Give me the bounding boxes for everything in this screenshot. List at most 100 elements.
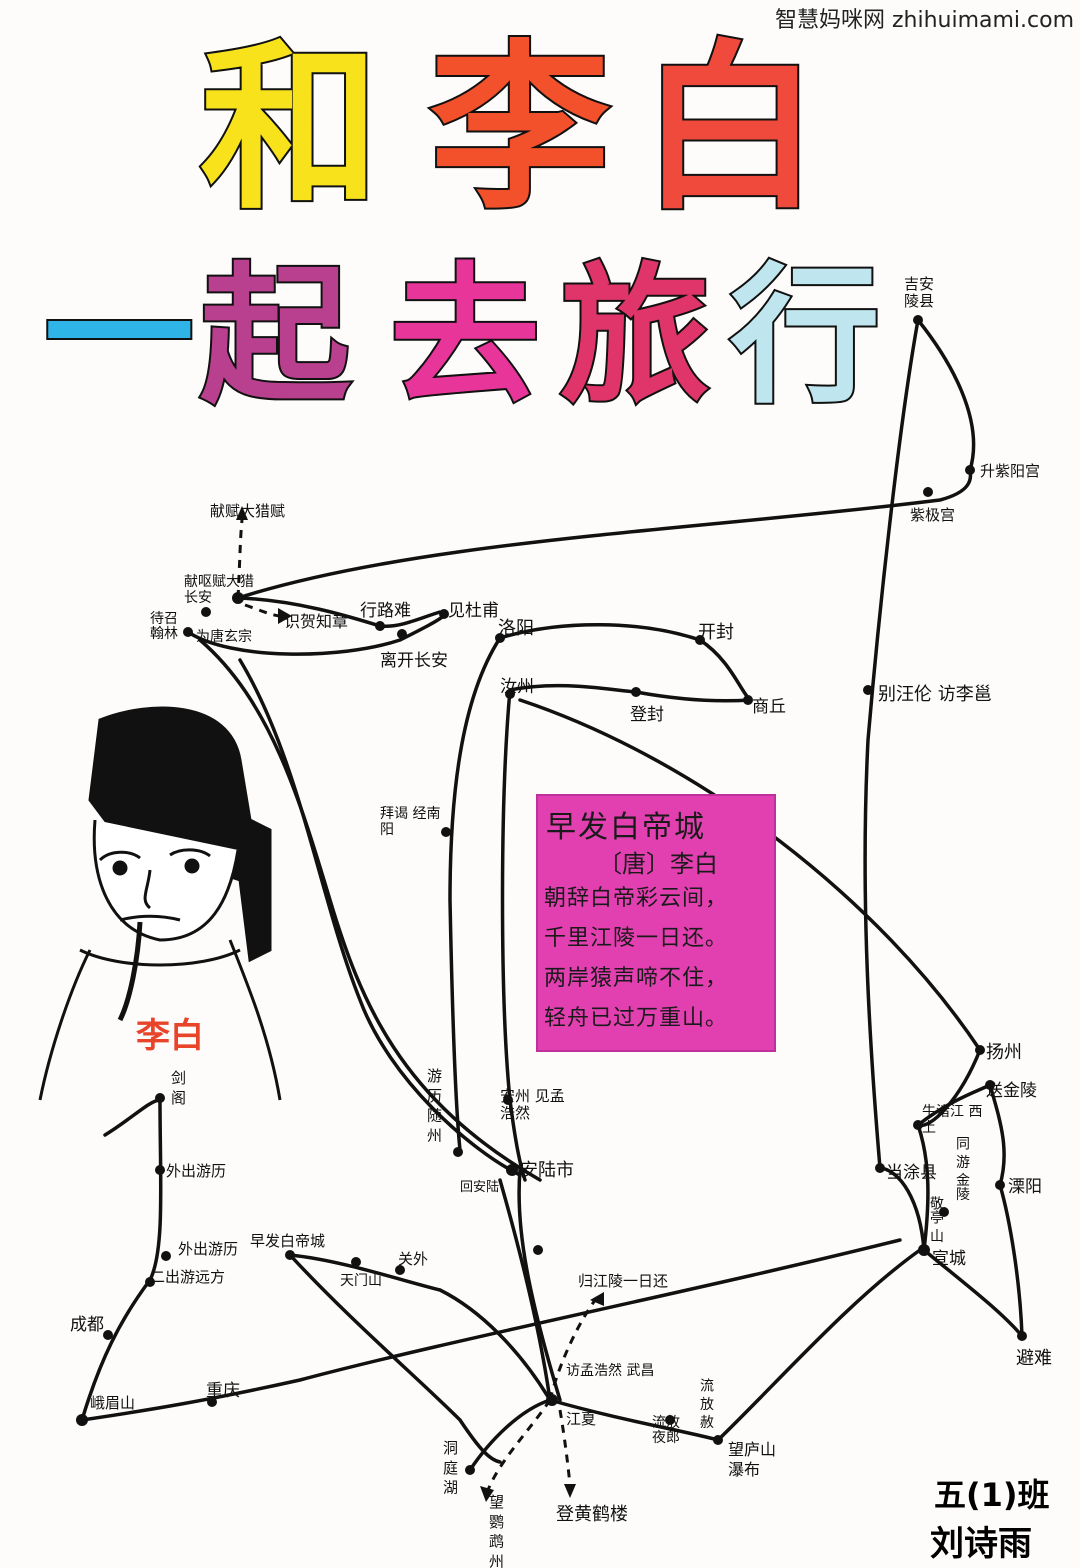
place-label: 送金陵 — [986, 1081, 1037, 1101]
route-west-2 — [80, 1238, 902, 1422]
place-label: 江夏 — [566, 1410, 597, 1428]
route-changan-down-2 — [238, 658, 522, 1177]
place-label: 流放 夜郎 — [652, 1415, 680, 1446]
place-label: 早发白帝城 — [250, 1232, 326, 1250]
point-anling — [913, 315, 923, 325]
point-suizhou — [453, 1147, 463, 1157]
place-label: 剑 阁 — [169, 1070, 187, 1105]
route-arrow-2 — [244, 603, 281, 618]
place-label: 流 放 赦 — [698, 1378, 714, 1429]
title-char: 李 — [428, 25, 612, 234]
place-label: 避难 — [1016, 1348, 1052, 1369]
route-anlu-south — [517, 1168, 562, 1402]
place-label: 为唐玄宗 — [196, 629, 252, 645]
title-char: 一 — [42, 250, 196, 424]
place-label: 拜谒 经南 阳 — [380, 806, 441, 838]
place-label: 峨眉山 — [90, 1394, 136, 1412]
place-label: 同 游 金陵 — [954, 1136, 970, 1201]
signature-class: 五(1)班 — [934, 1476, 1050, 1514]
signature-name: 刘诗雨 — [930, 1524, 1032, 1564]
title-char: 旅 — [558, 250, 712, 424]
route-west-1 — [80, 1098, 163, 1422]
poem-line-2: 千里江陵一日还。 — [544, 926, 729, 951]
point-anzhou — [503, 1095, 513, 1105]
point-chongqing — [207, 1397, 217, 1407]
route-jiangxia-east — [548, 1248, 922, 1442]
route-arrow-4 — [486, 1399, 552, 1491]
route-arrow-1 — [236, 519, 244, 599]
arrow-head-4 — [480, 1486, 494, 1502]
point-jinling — [985, 1080, 995, 1090]
point-baidi — [285, 1250, 295, 1260]
place-label: 安州 见孟浩然 — [500, 1087, 565, 1122]
title-char: 行 — [728, 250, 882, 424]
point-guanjiu — [395, 1265, 405, 1275]
point-xuancheng — [918, 1244, 930, 1256]
route-east-cluster — [878, 1166, 1024, 1338]
point-lixian — [397, 629, 407, 639]
place-label: 开封 — [698, 622, 734, 643]
place-label: 登封 — [630, 705, 664, 725]
place-label: 外出游历 — [178, 1240, 239, 1258]
place-label: 行路难 — [360, 601, 411, 621]
place-label: 溧阳 — [1008, 1177, 1042, 1197]
point-jingfu — [965, 465, 975, 475]
point-shangqiu — [743, 695, 753, 705]
place-label: 外出游历 — [166, 1162, 227, 1180]
point-jiandu — [439, 609, 449, 619]
point-liyang — [995, 1180, 1005, 1190]
place-label: 归江陵一日还 — [578, 1272, 669, 1290]
place-label: 游 历 随 州 — [425, 1068, 443, 1143]
place-label: 紫极宫 — [910, 506, 956, 524]
route-changan-loop-1 — [236, 596, 442, 628]
point-chang-an-2 — [201, 607, 211, 617]
route-luoyang-kaifeng — [498, 623, 752, 702]
route-north-loop — [863, 318, 976, 1170]
point-dongting — [465, 1465, 475, 1475]
place-label: 离开长安 — [380, 651, 448, 671]
place-label: 扬州 — [986, 1042, 1022, 1063]
point-jiange — [155, 1093, 165, 1103]
route-anlu-south-2 — [498, 1178, 552, 1402]
place-label: 识贺知章 — [284, 612, 349, 631]
point-xunyang — [665, 1415, 675, 1425]
li-bai-portrait — [38, 706, 282, 1101]
place-label: 洛阳 — [498, 618, 534, 639]
place-label: 回安陆 — [460, 1180, 500, 1195]
route-changan-down-1 — [198, 638, 542, 1182]
point-waichu2 — [161, 1251, 171, 1261]
place-label: 访孟浩然 武昌 — [566, 1363, 655, 1379]
title-char: 起 — [198, 250, 352, 424]
point-chengdu — [103, 1330, 113, 1340]
place-label: 二出游远方 — [150, 1268, 226, 1286]
arrow-head-3 — [590, 1292, 604, 1306]
place-label: 见杜甫 — [448, 601, 499, 621]
point-ruzhou — [505, 689, 515, 699]
route-ruzhou — [508, 683, 752, 703]
poem-title: 早发白帝城 — [546, 810, 706, 845]
point-xinglu — [375, 621, 385, 631]
place-label: 望 鹦 鹉 州 — [487, 1494, 505, 1568]
place-label: 天门山 — [340, 1273, 382, 1289]
place-label: 重庆 — [206, 1381, 240, 1401]
arrow-head-1 — [236, 506, 248, 520]
route-jiangxia-west — [468, 1398, 552, 1472]
point-dangtu — [875, 1163, 885, 1173]
place-label: 当涂县 — [886, 1163, 937, 1183]
portrait-name: 李白 — [136, 1016, 204, 1056]
route-changan-loop-2 — [186, 612, 448, 656]
point-suozu — [863, 685, 873, 695]
route-east-cluster-3 — [916, 1123, 930, 1252]
place-label: 商丘 — [752, 697, 786, 717]
place-label: 洞 庭 湖 — [441, 1440, 459, 1495]
place-label: 吉安 陵县 — [904, 275, 935, 310]
route-baidi-2 — [288, 1253, 502, 1464]
arrow-head-5 — [564, 1484, 576, 1498]
point-waichu1 — [155, 1165, 165, 1175]
point-jiangxia — [546, 1394, 558, 1406]
place-label: 敬亭 山 — [928, 1196, 944, 1243]
route-baidi — [288, 1253, 552, 1402]
point-emei — [76, 1414, 88, 1426]
